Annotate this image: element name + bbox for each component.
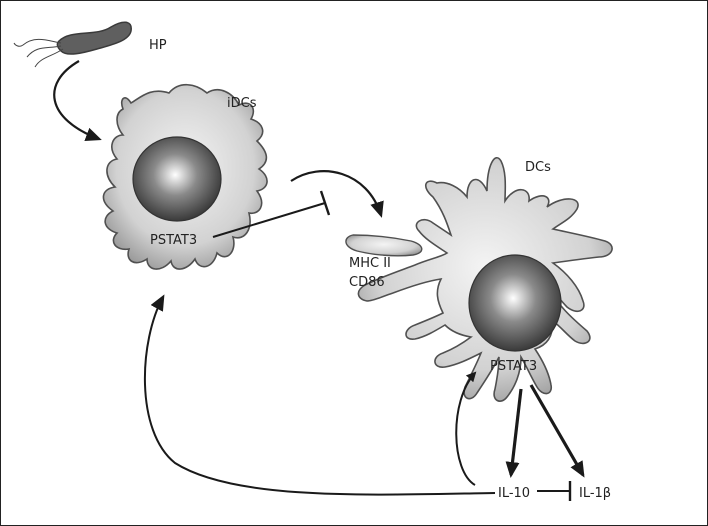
- dc-dendrite-extension: [345, 234, 423, 257]
- mhc-ii-label: MHC II: [349, 256, 391, 271]
- pstat3-to-il10-arrow: [505, 388, 523, 478]
- il10-to-pstat3-feedback-arrow: [455, 371, 477, 486]
- immature-dendritic-cell: [102, 83, 268, 270]
- il1b-label: IL-1β: [579, 486, 611, 501]
- inhibition-bar: [319, 190, 331, 216]
- dcs-label: DCs: [525, 160, 551, 175]
- pstat3-inhibition-line: [212, 202, 326, 238]
- il10-label: IL-10: [498, 486, 530, 501]
- maturation-arrow: [290, 170, 384, 218]
- idc-nucleus: [132, 136, 222, 222]
- il10-to-idc-arrow: [144, 294, 496, 496]
- pstat3-idc-label: PSTAT3: [150, 233, 197, 248]
- hp-label: HP: [149, 38, 167, 53]
- cd86-label: CD86: [349, 275, 385, 290]
- pstat3-to-il1b-arrow: [529, 384, 585, 478]
- hp-to-idc-arrow: [53, 60, 102, 141]
- dc-nucleus: [468, 254, 562, 352]
- mature-dendritic-cell: [345, 157, 613, 402]
- idcs-label: iDCs: [227, 96, 257, 111]
- helicobacter-pylori-bacterium: [13, 21, 132, 68]
- pstat3-dc-label: PSTAT3: [490, 359, 537, 374]
